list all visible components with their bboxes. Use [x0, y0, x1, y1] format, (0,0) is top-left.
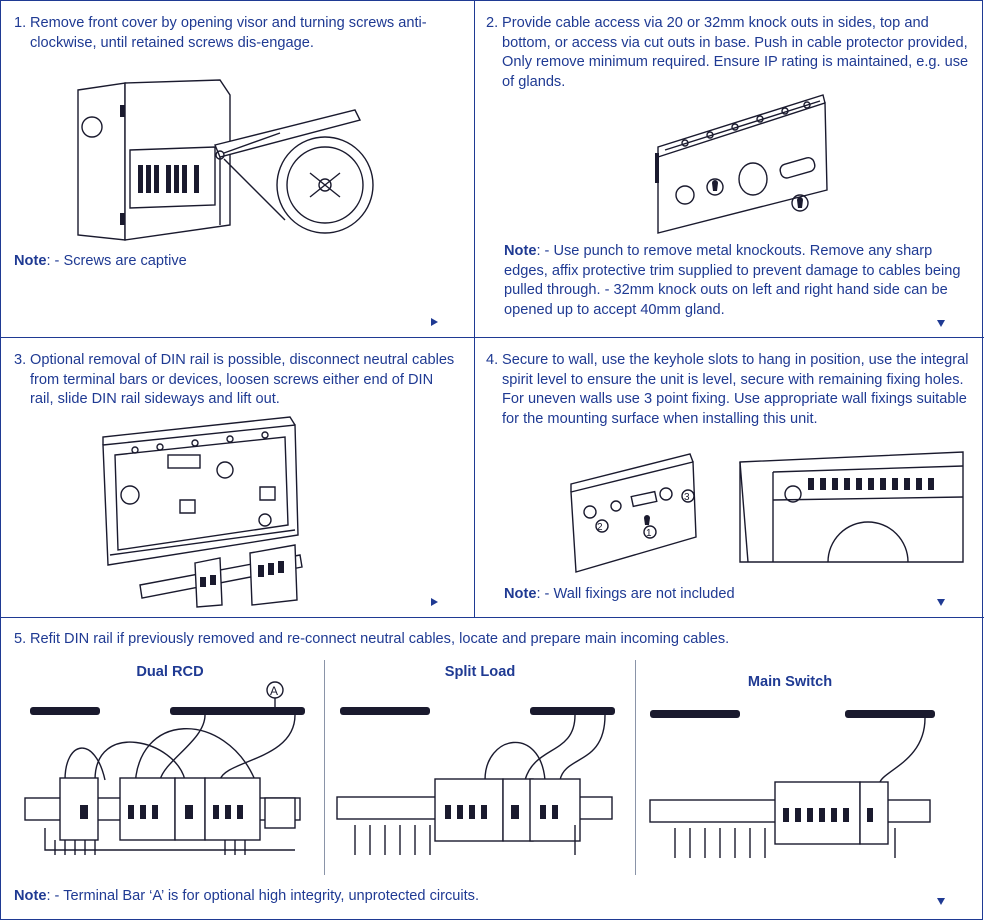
step-4-text: Secure to wall, use the keyhole slots to…	[502, 352, 969, 427]
split-load-heading: Split Load	[444, 664, 516, 680]
note-2-text: Use punch to remove metal knockouts. Rem…	[504, 243, 961, 318]
step-3: 3. Optional removal of DIN rail is possi…	[14, 351, 459, 410]
dual-rcd-heading: Dual RCD	[136, 664, 204, 680]
din-rail-removal-illustration	[102, 416, 303, 608]
main-switch-heading: Main Switch	[747, 674, 833, 690]
divider-row1	[0, 337, 984, 338]
step-4-number: 4.	[486, 352, 499, 368]
step-3-text: Optional removal of DIN rail is possible…	[30, 352, 455, 407]
step-4-note: Note: - Wall fixings are not included	[504, 586, 735, 602]
note-label: Note	[14, 888, 47, 904]
marker-3: 3	[684, 492, 690, 503]
step-1-text: Remove front cover by opening visor and …	[30, 15, 427, 51]
next-arrow-icon	[937, 898, 945, 905]
wall-mount-illustration: 2 1 3	[570, 451, 964, 573]
split-load-diagram	[336, 707, 615, 855]
note-5-text: Terminal Bar ‘A’ is for optional high in…	[63, 888, 480, 904]
note-1-text: Screws are captive	[63, 253, 187, 269]
note-4-text: Wall fixings are not included	[553, 586, 735, 602]
step-3-number: 3.	[14, 352, 27, 368]
knockout-box-illustration	[655, 94, 828, 234]
step-5: 5. Refit DIN rail if previously removed …	[14, 630, 964, 650]
step-5-note: Note: - Terminal Bar ‘A’ is for optional…	[14, 888, 480, 904]
step-4: 4. Secure to wall, use the keyhole slots…	[486, 351, 972, 429]
step-1-note: Note: - Screws are captive	[14, 253, 187, 269]
step-1-number: 1.	[14, 15, 27, 31]
step-2: 2. Provide cable access via 20 or 32mm k…	[486, 14, 972, 92]
note-label: Note	[504, 586, 537, 602]
step-5-number: 5.	[14, 631, 27, 647]
divider-row2	[0, 617, 984, 618]
next-arrow-icon	[431, 318, 438, 326]
note-label: Note	[14, 253, 47, 269]
step-5-text: Refit DIN rail if previously removed and…	[30, 631, 730, 647]
divider-col-top	[474, 0, 475, 618]
next-arrow-icon	[937, 320, 945, 327]
dual-rcd-diagram: A	[24, 681, 305, 855]
cover-removal-illustration	[77, 79, 374, 241]
step-1: 1. Remove front cover by opening visor a…	[14, 14, 454, 53]
step-2-text: Provide cable access via 20 or 32mm knoc…	[502, 15, 969, 90]
step-2-note: Note: - Use punch to remove metal knocko…	[504, 243, 961, 318]
terminal-marker-a: A	[270, 684, 278, 698]
next-arrow-icon	[937, 599, 945, 606]
main-switch-diagram	[649, 710, 935, 858]
marker-2: 2	[597, 522, 603, 533]
step-2-number: 2.	[486, 15, 499, 31]
divider-diagram-2	[635, 660, 636, 875]
marker-1: 1	[646, 528, 652, 539]
next-arrow-icon	[431, 598, 438, 606]
divider-diagram-1	[324, 660, 325, 875]
note-label: Note	[504, 243, 537, 259]
